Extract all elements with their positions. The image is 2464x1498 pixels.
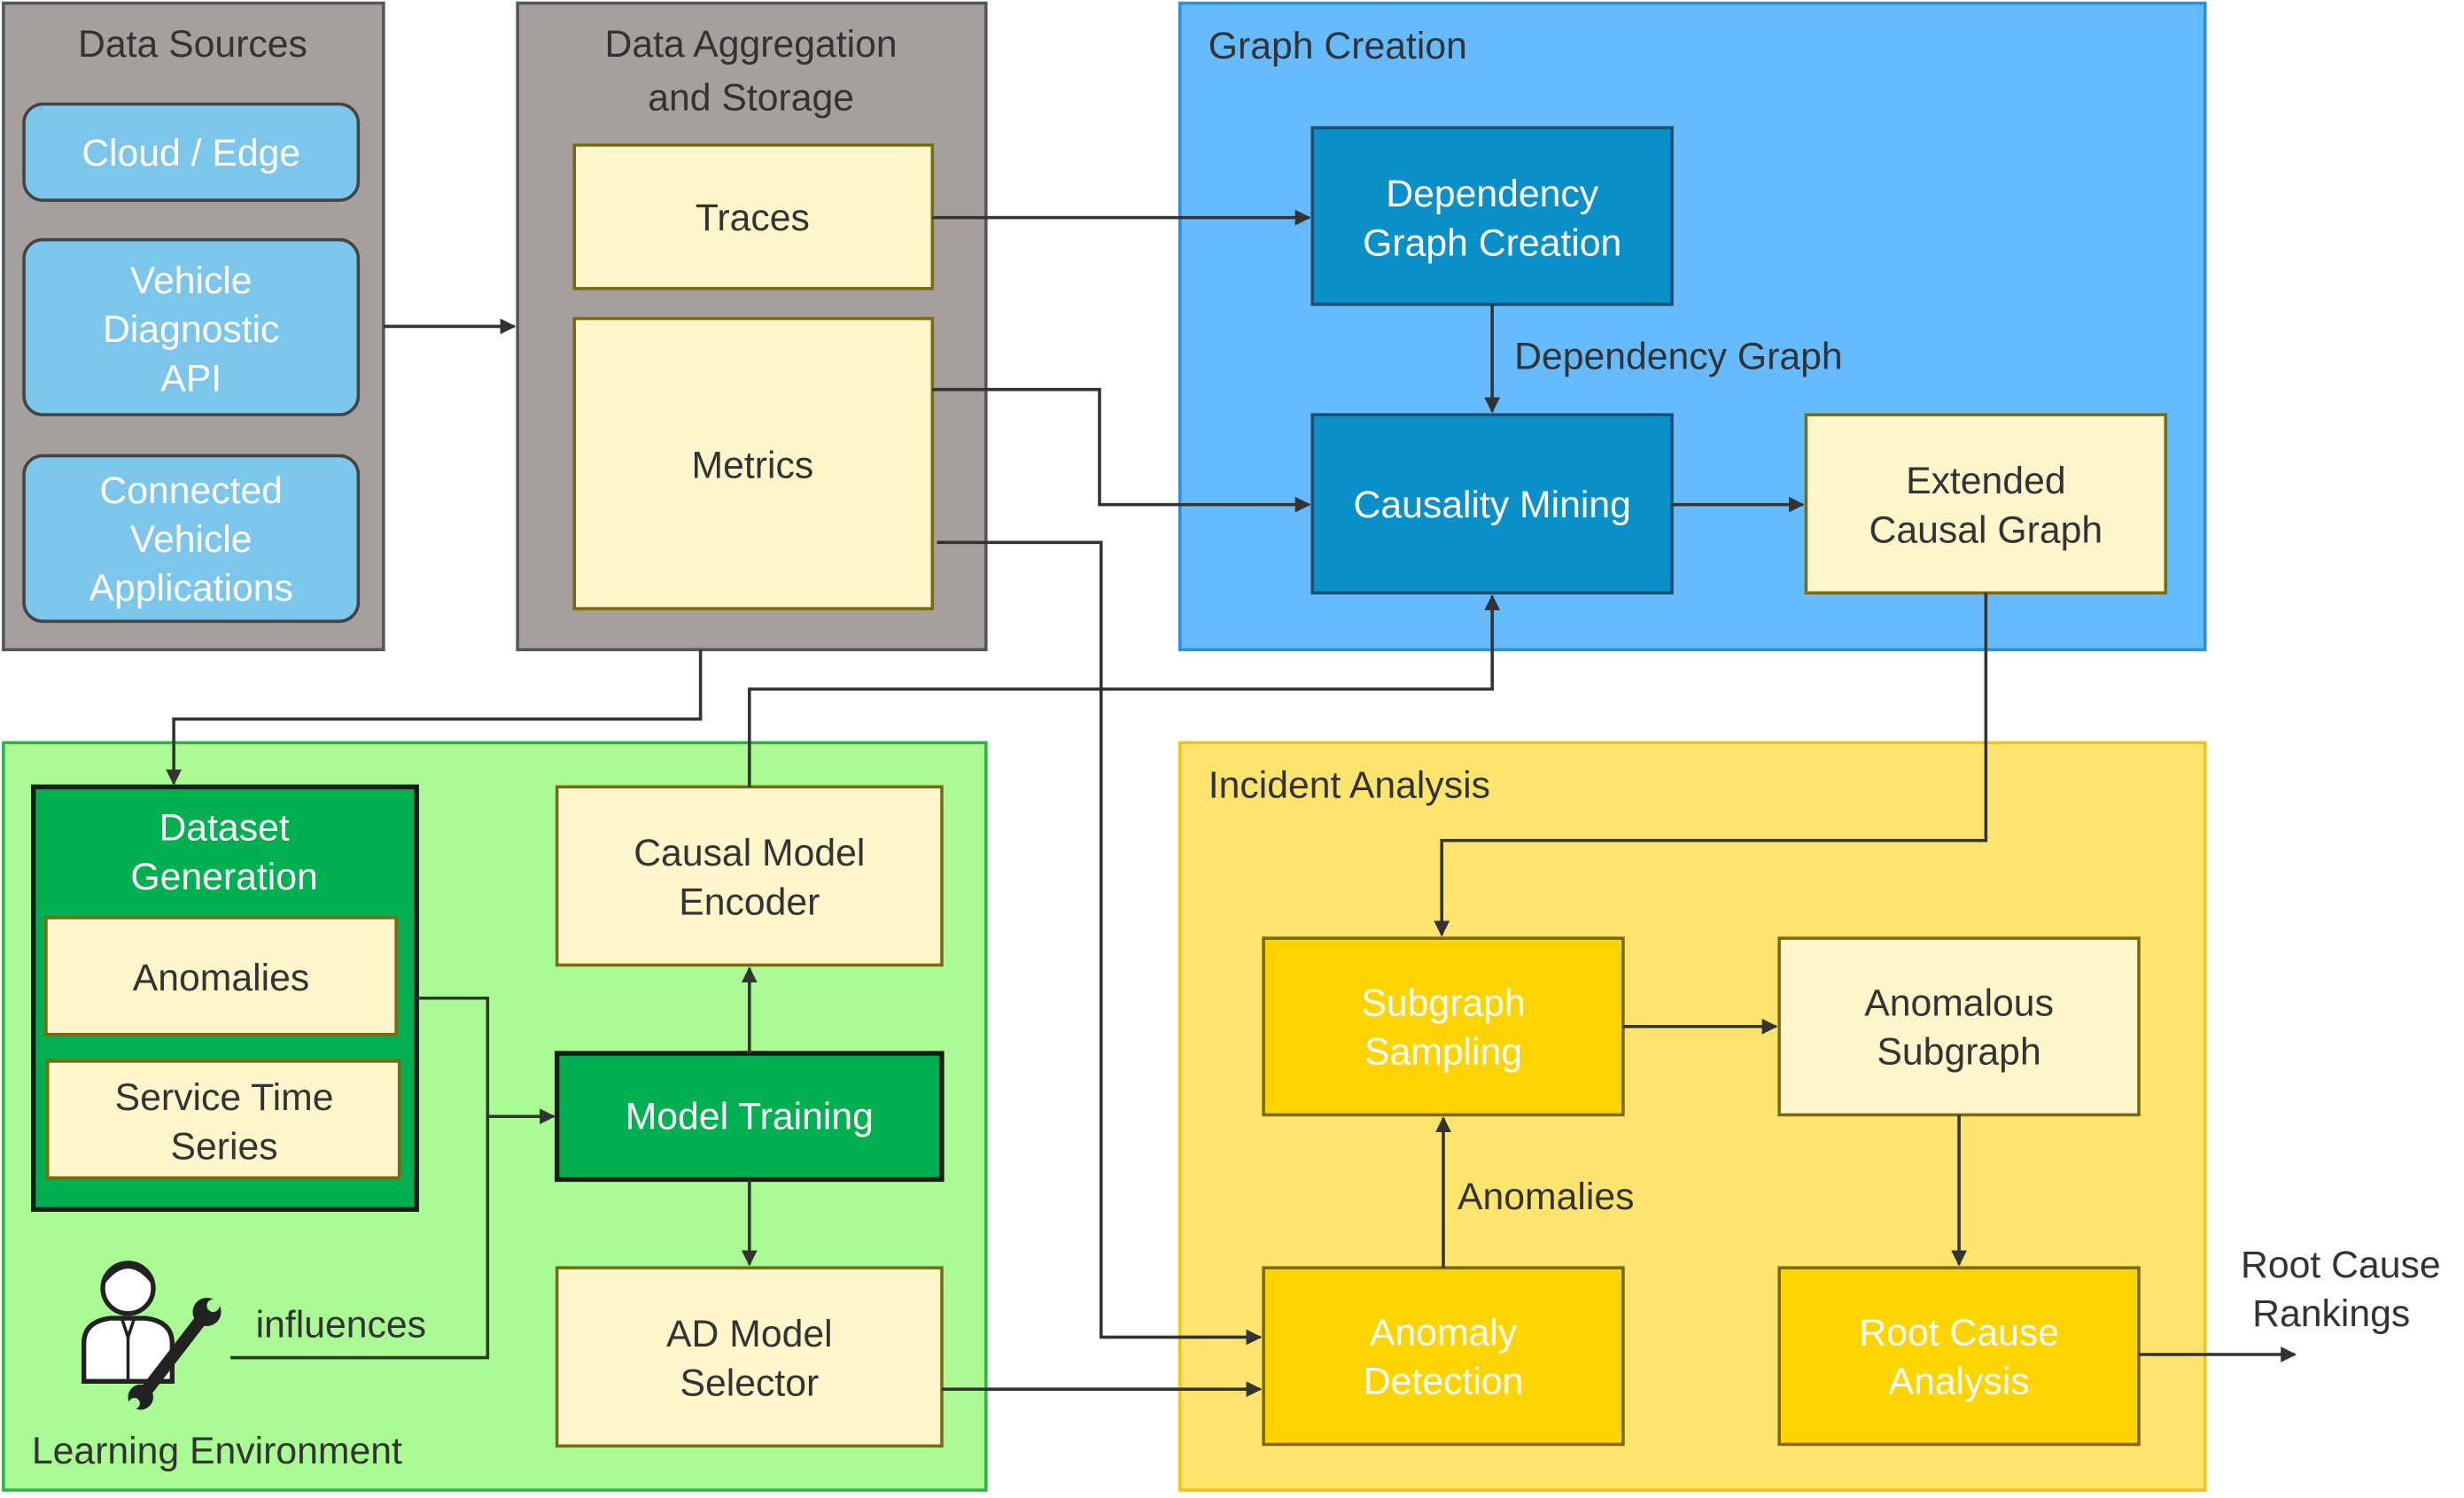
group-title-graph-creation: Graph Creation [1209,25,1467,67]
svg-text:Causal Model: Causal Model [633,832,865,874]
node-extended-causal-graph: Extended Causal Graph [1804,413,2168,595]
edge-metrics-to-anomaly-detection [937,540,1263,1346]
node-anomalies: Anomalies [44,916,398,1036]
engineer-with-wrench-icon [81,1261,222,1410]
svg-text:Generation: Generation [130,856,317,898]
edge-metrics-to-causality [932,387,1311,513]
edge-encoder-to-causality [748,594,1501,788]
svg-text:Diagnostic: Diagnostic [103,308,279,351]
svg-text:Causal Graph: Causal Graph [1869,508,2103,551]
svg-text:Subgraph: Subgraph [1361,982,1525,1024]
svg-text:Sampling: Sampling [1364,1031,1522,1074]
node-dependency-graph-creation: Dependency Graph Creation [1310,126,1674,307]
svg-text:Subgraph: Subgraph [1877,1031,2040,1074]
svg-text:Anomalies: Anomalies [133,957,309,999]
node-causal-model-encoder: Causal Model Encoder [555,785,944,967]
node-cloud-edge: Cloud / Edge [22,102,361,202]
svg-text:Dependency: Dependency [1386,173,1599,215]
node-traces: Traces [572,143,935,291]
svg-text:Vehicle: Vehicle [130,518,253,561]
svg-text:Metrics: Metrics [692,444,814,486]
group-title-data-sources: Data Sources [78,23,307,66]
node-anomaly-detection: Anomaly Detection [1262,1266,1625,1447]
group-title-aggregation-line2: and Storage [648,77,854,120]
group-title-aggregation-line1: Data Aggregation [605,23,898,66]
node-model-training: Model Training [554,1051,944,1183]
group-title-learning-environment: Learning Environment [32,1430,402,1472]
svg-text:Service Time: Service Time [115,1076,334,1119]
label-dependency-graph: Dependency Graph [1514,336,1842,378]
svg-text:Analysis: Analysis [1889,1361,2030,1403]
svg-text:Extended: Extended [1906,460,2066,502]
svg-text:Anomaly: Anomaly [1370,1311,1518,1354]
svg-text:Encoder: Encoder [679,881,820,923]
svg-text:Anomalous: Anomalous [1864,982,2054,1024]
svg-text:Selector: Selector [680,1362,819,1404]
svg-text:Connected: Connected [99,470,283,512]
svg-text:Dataset: Dataset [159,807,289,850]
svg-text:Series: Series [171,1125,278,1168]
node-connected-vehicle-applications: Connected Vehicle Applications [22,454,361,624]
node-anomalous-subgraph: Anomalous Subgraph [1777,936,2141,1117]
node-causality-mining: Causality Mining [1310,413,1674,595]
label-influences: influences [256,1303,426,1346]
node-ad-model-selector: AD Model Selector [555,1266,944,1448]
node-vehicle-diagnostic-api: Vehicle Diagnostic API [22,237,361,416]
node-service-time-series: Service Time Series [45,1059,401,1180]
node-metrics: Metrics [572,316,935,610]
edge-influences-to-training [230,1116,490,1360]
edge-extended-to-subgraph [1434,593,1988,937]
svg-text:Cloud / Edge: Cloud / Edge [82,132,300,175]
edge-aggregation-to-dataset [166,649,703,786]
label-anomalies: Anomalies [1457,1176,1634,1218]
svg-text:Causality Mining: Causality Mining [1353,484,1630,526]
svg-text:API: API [160,357,222,400]
node-subgraph-sampling: Subgraph Sampling [1262,936,1625,1117]
node-root-cause-analysis: Root Cause Analysis [1777,1266,2141,1447]
edge-dataset-to-training [416,996,556,1125]
svg-text:Applications: Applications [89,567,293,609]
label-root-cause-rankings-line2: Rankings [2252,1292,2410,1335]
label-root-cause-rankings-line1: Root Cause [2241,1244,2441,1286]
svg-text:Model Training: Model Training [626,1095,874,1137]
svg-text:Graph Creation: Graph Creation [1363,221,1621,264]
svg-text:AD Model: AD Model [666,1313,833,1355]
svg-text:Traces: Traces [696,197,810,239]
svg-text:Vehicle: Vehicle [130,260,253,302]
svg-text:Root Cause: Root Cause [1859,1311,2059,1354]
svg-text:Detection: Detection [1364,1361,1523,1403]
group-title-incident-analysis: Incident Analysis [1209,765,1490,807]
